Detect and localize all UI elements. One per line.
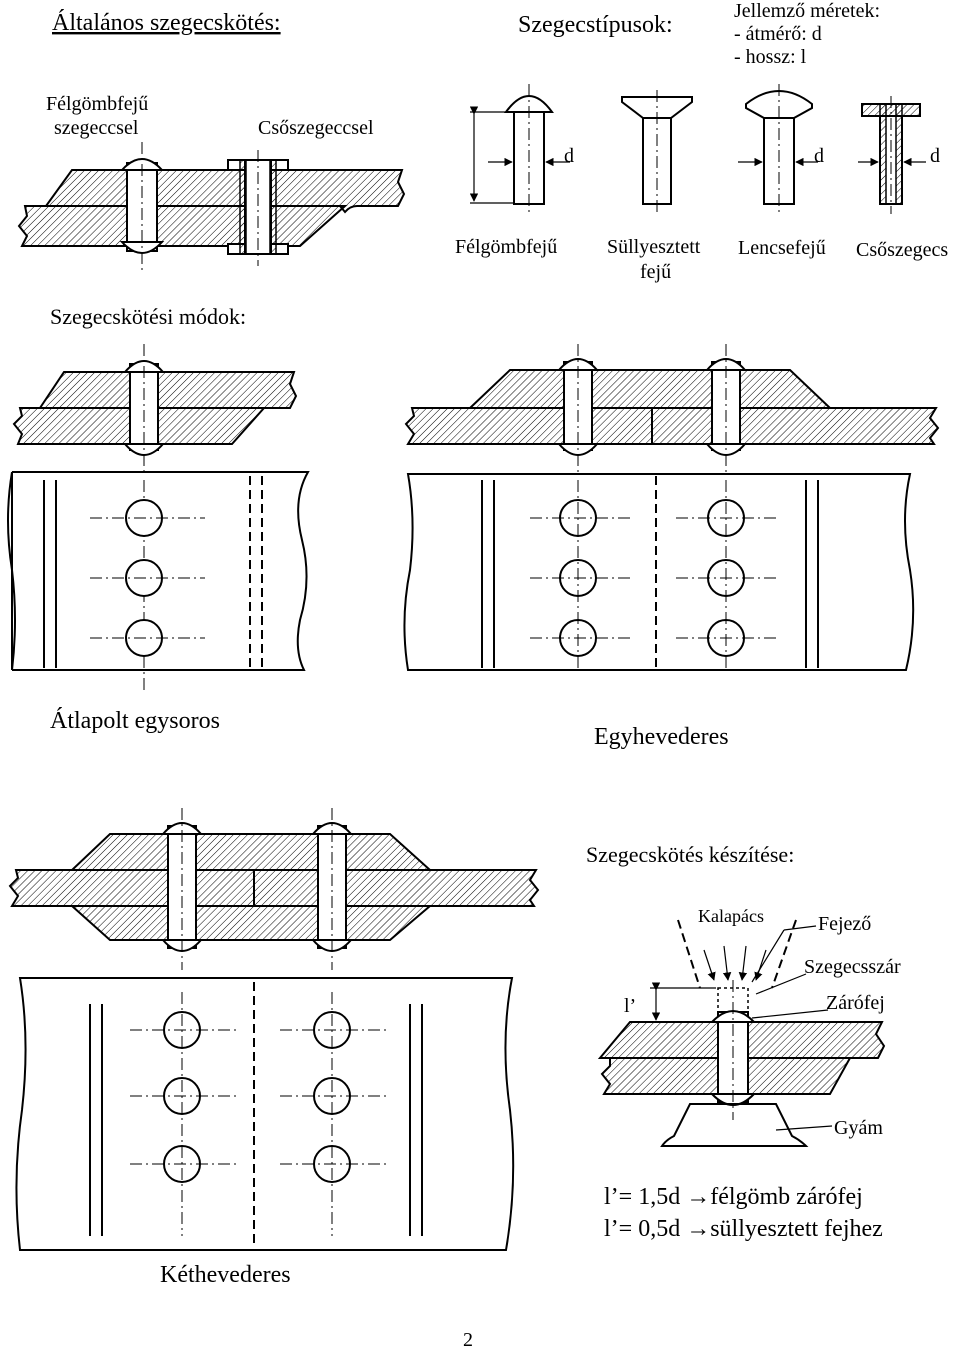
heading-modes: Szegecskötési módok: [50, 304, 246, 329]
label-type-tube: Csőszegecs [856, 239, 948, 261]
making-figure [597, 919, 886, 1147]
label-type-countersunk-1: Süllyesztett [607, 236, 701, 258]
d-symbol-tube: d [930, 145, 940, 167]
d-symbol-lens: d [814, 145, 824, 167]
label-round-head-1: Félgömbfejű [46, 93, 148, 115]
dimensions-diameter: - átmérő: d [734, 23, 822, 45]
double-strap-section [8, 808, 540, 970]
formula-countersunk: l’= 0,5d →süllyesztett fejhez [604, 1216, 883, 1242]
label-double-strap: Kéthevederes [160, 1262, 291, 1288]
lap-joint-section [12, 344, 298, 472]
rivet-type-tube: d [858, 96, 940, 214]
rivet-type-lens: d [738, 84, 824, 214]
formula-round-head: l’= 1,5d →félgömb zárófej [604, 1184, 863, 1210]
heading-types: Szegecstípusok: [518, 12, 673, 38]
label-hammer: Kalapács [698, 906, 764, 926]
label-tube-rivet: Csőszegeccsel [258, 117, 374, 139]
label-closing-head: Zárófej [826, 992, 885, 1014]
label-support: Gyám [834, 1117, 883, 1139]
label-single-strap: Egyhevederes [594, 724, 729, 750]
double-strap-plan [15, 977, 515, 1251]
lap-joint-plan [7, 471, 310, 690]
label-l-symbol: l’ [624, 995, 636, 1017]
label-round-head-2: szegeccsel [54, 117, 139, 139]
d-symbol-round: d [564, 145, 574, 167]
page-number: 2 [463, 1329, 473, 1350]
heading-making: Szegecskötés készítése: [586, 842, 794, 867]
rivet-type-countersunk [621, 90, 693, 214]
single-strap-plan [403, 473, 915, 671]
label-type-countersunk-2: fejű [640, 261, 671, 283]
dimensions-length: - hossz: l [734, 46, 807, 68]
general-joint-figure [17, 142, 406, 272]
label-header: Fejező [818, 913, 871, 935]
heading-general: Általános szegecskötés: [52, 10, 281, 36]
label-type-round: Félgömbfejű [455, 236, 557, 258]
dimensions-title: Jellemző méretek: [734, 0, 880, 22]
label-type-lens: Lencsefejű [738, 237, 826, 259]
rivet-type-round: d [469, 84, 574, 214]
label-shank: Szegecsszár [804, 956, 901, 978]
single-strap-section [404, 344, 940, 474]
label-lap-single: Átlapolt egysoros [50, 708, 220, 734]
